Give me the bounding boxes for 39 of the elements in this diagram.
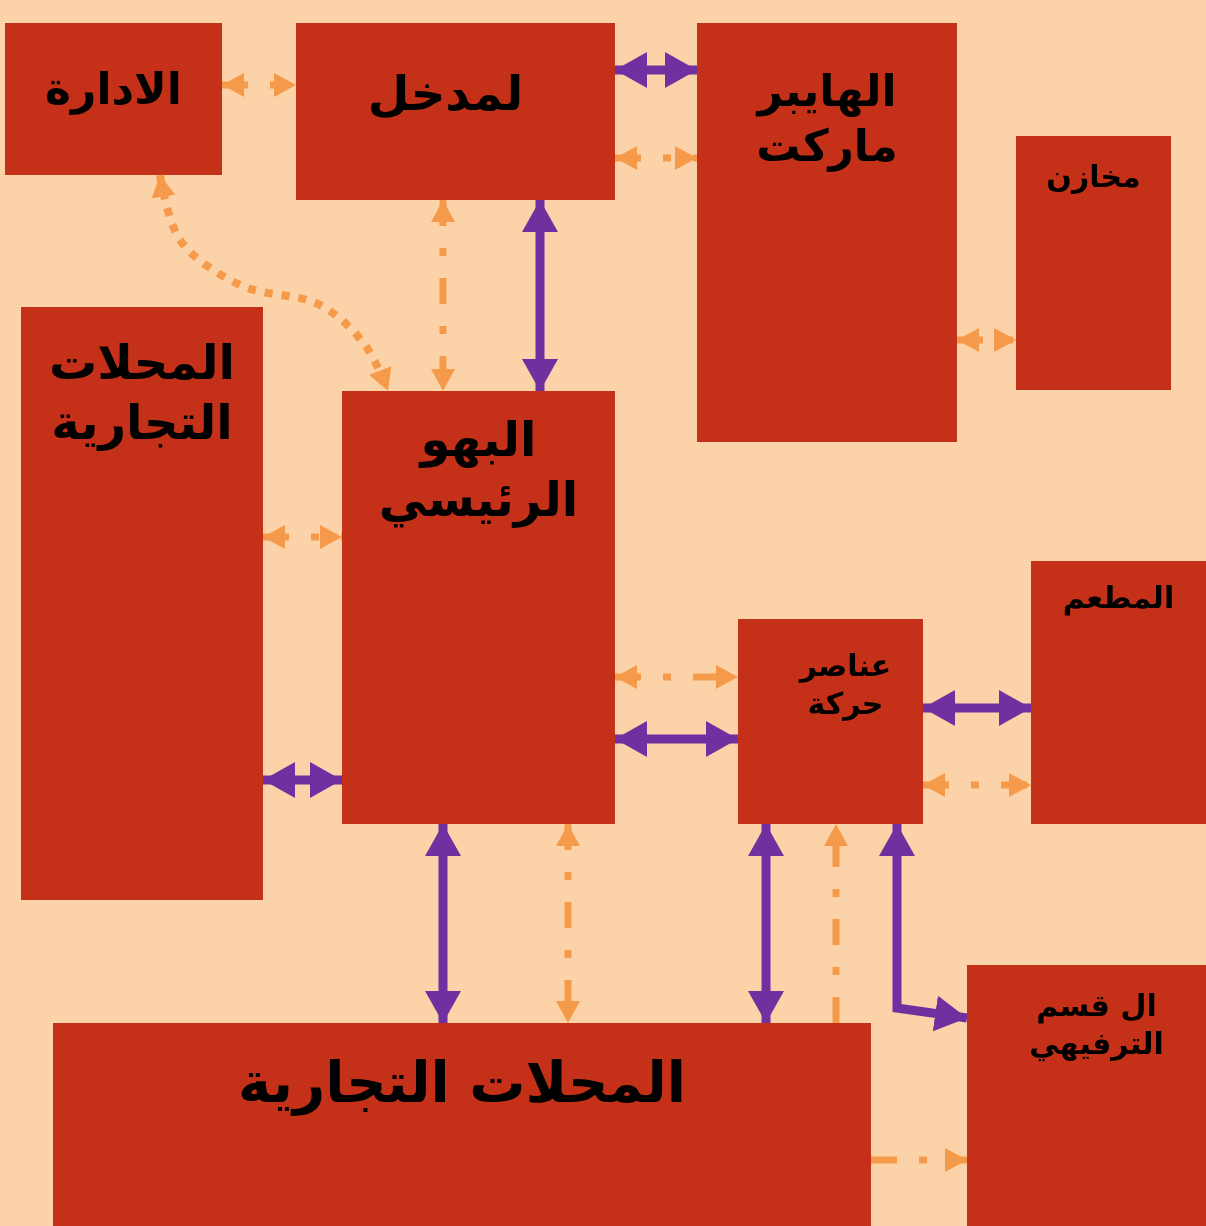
arrow bbox=[923, 773, 1031, 797]
room-label: لمدخل bbox=[366, 64, 525, 123]
arrow bbox=[615, 146, 697, 170]
room-label: الهايبر ماركت bbox=[754, 64, 899, 173]
arrow bbox=[263, 762, 342, 798]
room-label: الادارة bbox=[44, 62, 183, 116]
room-label: عناصر حركة bbox=[797, 647, 893, 722]
arrow bbox=[151, 174, 392, 393]
arrow bbox=[556, 824, 580, 1023]
room-box bbox=[5, 23, 222, 175]
room-box bbox=[1031, 561, 1206, 824]
arrow bbox=[957, 328, 1016, 352]
arrow bbox=[615, 665, 738, 689]
arrow bbox=[431, 200, 455, 391]
arrow bbox=[222, 73, 296, 97]
room-box bbox=[21, 307, 263, 900]
arrow bbox=[615, 52, 697, 88]
arrow bbox=[615, 721, 738, 757]
room-box bbox=[738, 619, 923, 824]
arrow bbox=[879, 824, 968, 1032]
arrow bbox=[522, 200, 558, 391]
room-box bbox=[967, 965, 1206, 1226]
room-label: المطعم bbox=[1061, 579, 1176, 617]
arrow bbox=[748, 824, 784, 1023]
room-box bbox=[296, 23, 615, 200]
room-label: ال قسم الترفيهي bbox=[1028, 987, 1165, 1062]
room-label: مخازن bbox=[1045, 158, 1142, 196]
room-box bbox=[342, 391, 615, 824]
room-box bbox=[53, 1023, 871, 1226]
arrow bbox=[824, 824, 848, 1023]
room-label: البهو الرئيسي bbox=[377, 410, 580, 529]
arrow bbox=[263, 525, 342, 549]
arrow bbox=[923, 690, 1031, 726]
room-box bbox=[1016, 136, 1171, 390]
arrow bbox=[425, 824, 461, 1023]
room-label: المحلات التجارية bbox=[236, 1049, 688, 1118]
room-label: المحلات التجارية bbox=[48, 333, 236, 452]
room-box bbox=[697, 23, 957, 442]
arrow bbox=[871, 1148, 967, 1172]
